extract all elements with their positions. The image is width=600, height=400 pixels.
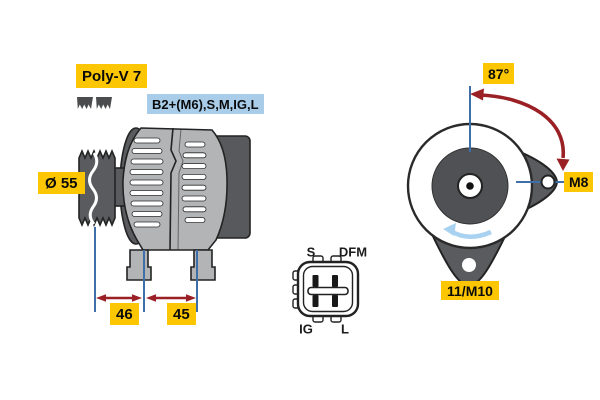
- alternator-front-view: [406, 86, 570, 288]
- housing-joint-2: [177, 128, 184, 251]
- b-plus-terminal-ring: [540, 174, 556, 190]
- terminals-label: B2+(M6),S,M,IG,L: [147, 94, 264, 114]
- connector-diagram: [292, 255, 360, 323]
- connector-key-bar: [307, 286, 349, 296]
- rotation-arrow-icon: [443, 223, 492, 239]
- pulley-diameter-label: Ø 55: [38, 172, 85, 194]
- angle-arc-arrow: [470, 88, 570, 171]
- connector-pin-label-dfm: DFM: [338, 244, 368, 260]
- alternator-side-view: [77, 97, 251, 312]
- mounting-foot-rear: [190, 249, 216, 281]
- extension-lines: [94, 227, 198, 312]
- connector-pin-label-l: L: [341, 321, 349, 337]
- cooling-fins-front: [129, 137, 164, 228]
- dimension-label-46: 46: [110, 303, 139, 325]
- shaft-center-dot: [466, 182, 474, 190]
- belt-profile-icon: [77, 97, 112, 109]
- dimension-label-45: 45: [167, 303, 196, 325]
- connector-pin-label-s: S: [306, 244, 316, 260]
- mounting-foot-front: [126, 249, 152, 281]
- belt-type-label: Poly-V 7: [76, 64, 148, 88]
- housing-joint: [169, 127, 177, 251]
- dimension-arrow-46: [96, 294, 142, 302]
- housing: [122, 127, 228, 251]
- connector-pin-label-ig: IG: [299, 321, 313, 337]
- pulley-break-line: [88, 152, 99, 225]
- mounting-hole: [462, 258, 476, 272]
- mounting-label: 11/M10: [441, 281, 499, 300]
- m8-terminal-label: M8: [564, 172, 594, 192]
- angle-label: 87°: [483, 63, 515, 84]
- dimension-arrow-45: [146, 294, 196, 302]
- pulley: [78, 148, 116, 228]
- cooling-fins-rear: [181, 141, 207, 224]
- connector-pins: [312, 275, 338, 307]
